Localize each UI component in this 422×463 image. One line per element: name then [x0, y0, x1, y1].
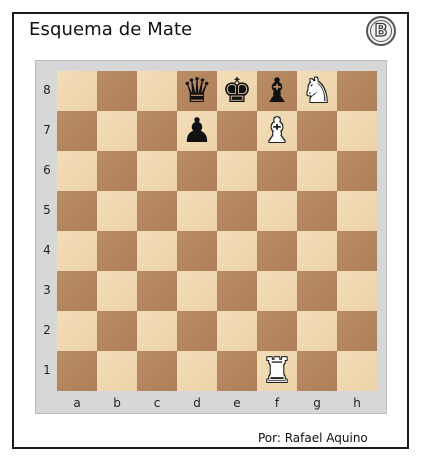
file-label: d — [193, 396, 201, 410]
black-queen-icon[interactable]: ♛ — [181, 71, 213, 111]
black-bishop-icon[interactable]: ♝ — [261, 71, 293, 111]
file-label: b — [113, 396, 121, 410]
file-label: g — [313, 396, 321, 410]
chess-board: ♛♚♝♞ ♟ ♝ ♜ — [57, 71, 377, 391]
white-rook-icon[interactable]: ♜ — [261, 351, 293, 391]
square-h3[interactable] — [337, 271, 377, 311]
file-label: e — [233, 396, 241, 410]
square-f5[interactable] — [257, 191, 297, 231]
square-d3[interactable] — [177, 271, 217, 311]
black-pawn-icon[interactable]: ♟ — [181, 111, 213, 151]
square-e3[interactable] — [217, 271, 257, 311]
square-g2[interactable] — [297, 311, 337, 351]
square-d5[interactable] — [177, 191, 217, 231]
square-g7[interactable] — [297, 111, 337, 151]
square-c2[interactable] — [137, 311, 177, 351]
square-f7[interactable]: ♝ — [257, 111, 297, 151]
square-a5[interactable] — [57, 191, 97, 231]
square-g3[interactable] — [297, 271, 337, 311]
square-d8[interactable]: ♛ — [177, 71, 217, 111]
black-king-icon[interactable]: ♚ — [221, 71, 253, 111]
square-h7[interactable] — [337, 111, 377, 151]
square-d4[interactable] — [177, 231, 217, 271]
file-label: c — [153, 396, 161, 410]
square-e6[interactable] — [217, 151, 257, 191]
square-g4[interactable] — [297, 231, 337, 271]
square-h8[interactable] — [337, 71, 377, 111]
rank-label: 5 — [43, 203, 51, 217]
square-d2[interactable] — [177, 311, 217, 351]
square-c6[interactable] — [137, 151, 177, 191]
file-label: a — [73, 396, 81, 410]
rank-label: 6 — [43, 163, 51, 177]
square-a7[interactable] — [57, 111, 97, 151]
square-h2[interactable] — [337, 311, 377, 351]
square-e8[interactable]: ♚ — [217, 71, 257, 111]
square-a4[interactable] — [57, 231, 97, 271]
square-f6[interactable] — [257, 151, 297, 191]
square-d6[interactable] — [177, 151, 217, 191]
square-e5[interactable] — [217, 191, 257, 231]
white-knight-icon[interactable]: ♞ — [301, 71, 333, 111]
file-label: f — [274, 396, 280, 410]
rank-label: 8 — [43, 83, 51, 97]
square-g1[interactable] — [297, 351, 337, 391]
square-d1[interactable] — [177, 351, 217, 391]
square-b7[interactable] — [97, 111, 137, 151]
square-g5[interactable] — [297, 191, 337, 231]
square-a6[interactable] — [57, 151, 97, 191]
white-bishop-icon[interactable]: ♝ — [261, 111, 293, 151]
square-c4[interactable] — [137, 231, 177, 271]
square-g6[interactable] — [297, 151, 337, 191]
square-b6[interactable] — [97, 151, 137, 191]
square-e7[interactable] — [217, 111, 257, 151]
square-b3[interactable] — [97, 271, 137, 311]
rank-label: 2 — [43, 323, 51, 337]
square-g8[interactable]: ♞ — [297, 71, 337, 111]
square-b1[interactable] — [97, 351, 137, 391]
square-f1[interactable]: ♜ — [257, 351, 297, 391]
rank-label: 1 — [43, 363, 51, 377]
square-e4[interactable] — [217, 231, 257, 271]
square-f3[interactable] — [257, 271, 297, 311]
square-a8[interactable] — [57, 71, 97, 111]
square-c8[interactable] — [137, 71, 177, 111]
square-b5[interactable] — [97, 191, 137, 231]
square-f8[interactable]: ♝ — [257, 71, 297, 111]
rank-label: 7 — [43, 123, 51, 137]
square-c5[interactable] — [137, 191, 177, 231]
square-d7[interactable]: ♟ — [177, 111, 217, 151]
square-c1[interactable] — [137, 351, 177, 391]
square-e2[interactable] — [217, 311, 257, 351]
diagram-title: Esquema de Mate — [29, 19, 193, 40]
square-a3[interactable] — [57, 271, 97, 311]
square-h5[interactable] — [337, 191, 377, 231]
square-e1[interactable] — [217, 351, 257, 391]
square-b2[interactable] — [97, 311, 137, 351]
logo-letter: B — [370, 20, 392, 42]
square-b4[interactable] — [97, 231, 137, 271]
square-h6[interactable] — [337, 151, 377, 191]
square-f4[interactable] — [257, 231, 297, 271]
author-credit: Por: Rafael Aquino — [258, 431, 368, 445]
logo-badge: B — [366, 16, 396, 46]
square-c7[interactable] — [137, 111, 177, 151]
rank-label: 4 — [43, 243, 51, 257]
square-a1[interactable] — [57, 351, 97, 391]
file-label: h — [353, 396, 361, 410]
square-h1[interactable] — [337, 351, 377, 391]
square-a2[interactable] — [57, 311, 97, 351]
square-c3[interactable] — [137, 271, 177, 311]
square-h4[interactable] — [337, 231, 377, 271]
square-b8[interactable] — [97, 71, 137, 111]
square-f2[interactable] — [257, 311, 297, 351]
rank-label: 3 — [43, 283, 51, 297]
